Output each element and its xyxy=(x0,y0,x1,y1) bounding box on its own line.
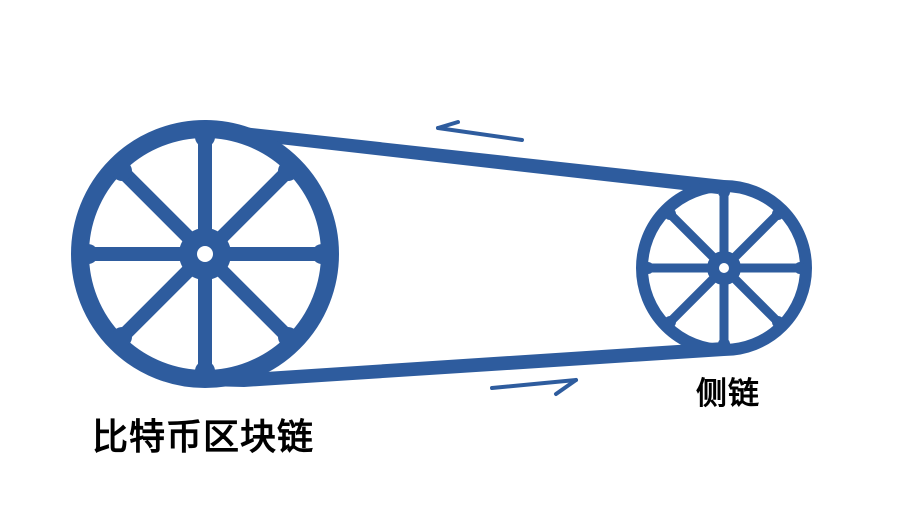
side-chain-label: 侧链 xyxy=(696,376,760,412)
left-arrow-icon xyxy=(436,120,524,142)
right-arrow-icon xyxy=(490,378,578,396)
side-chain-wheel xyxy=(636,180,812,356)
main-chain-label: 比特币区块链 xyxy=(92,417,315,458)
belt-top xyxy=(206,120,724,194)
belt-bottom xyxy=(206,342,724,387)
main-chain-wheel xyxy=(71,120,339,388)
